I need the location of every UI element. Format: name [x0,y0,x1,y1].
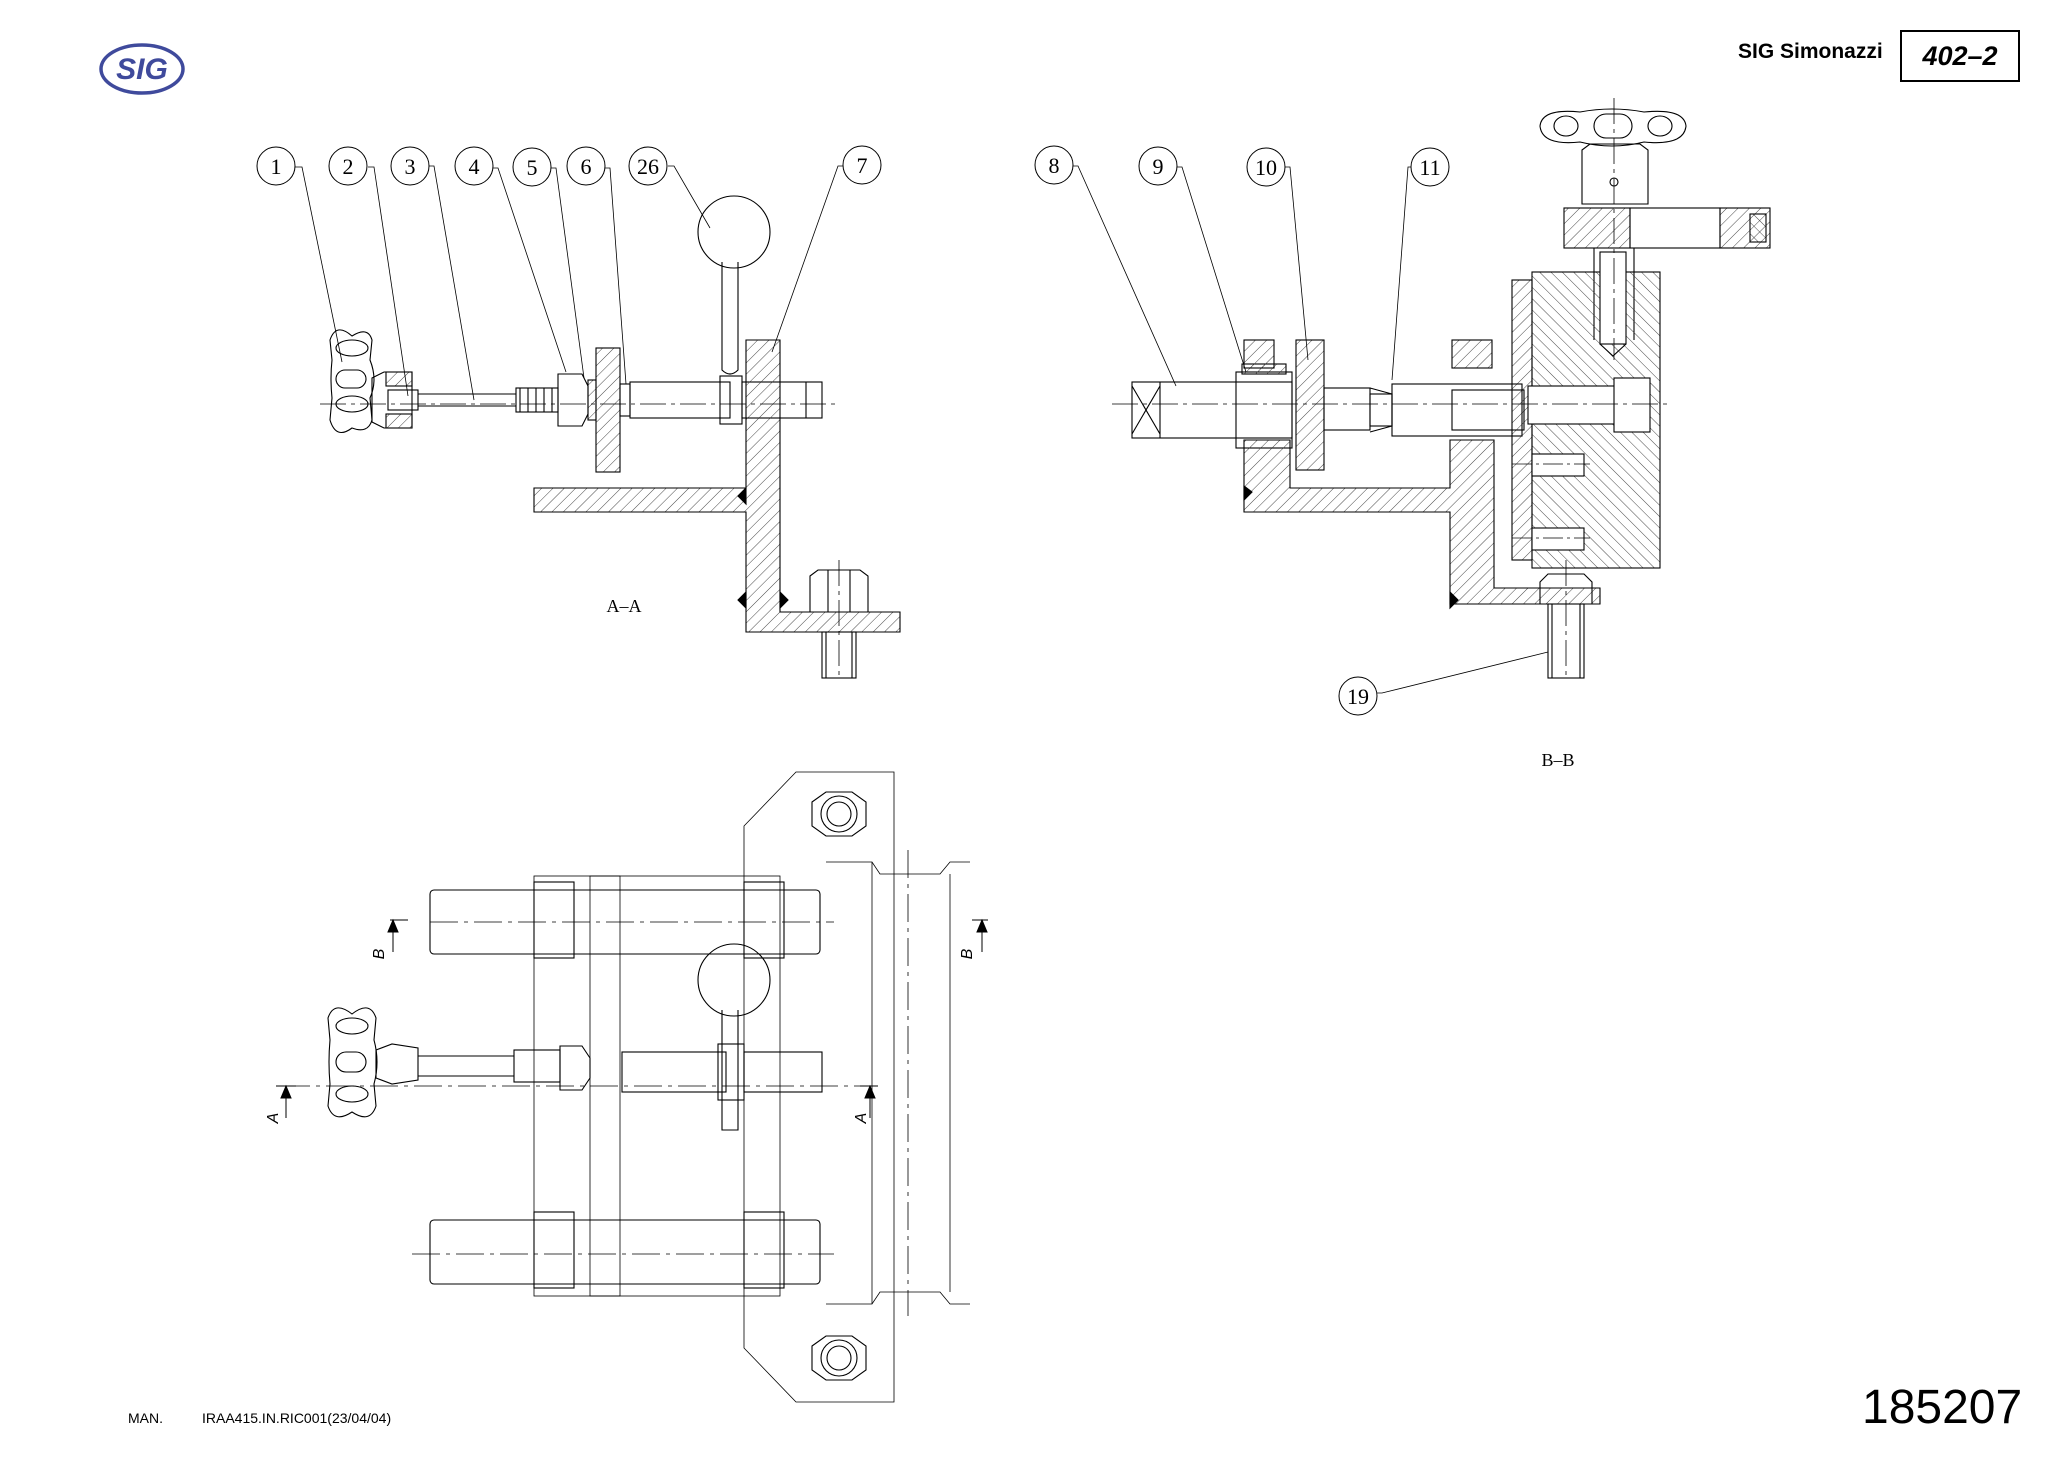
callout-6: 6 [566,146,606,186]
callout-19: 19 [1338,676,1378,716]
svg-text:7: 7 [857,153,868,178]
cut-mark-a-right: A [853,1113,870,1125]
svg-text:10: 10 [1255,155,1277,180]
callout-9: 9 [1138,146,1178,186]
sig-logo: SIG [99,43,185,95]
section-bb-callouts: 8 9 10 11 19 [1034,145,1450,716]
plan-cut-labels: B B A A [265,948,976,1124]
section-bb-view [1112,98,1771,680]
cut-mark-b-right: B [959,948,976,959]
document-number: 185207 [1862,1381,2023,1434]
plan-cut-marks [276,918,988,1118]
plan-view [282,771,970,1403]
callout-8: 8 [1034,145,1074,185]
callout-10: 10 [1246,147,1286,187]
section-bb-label: B–B [1541,750,1574,770]
callout-3: 3 [390,146,430,186]
svg-text:3: 3 [405,154,416,179]
section-aa-label: A–A [607,596,642,616]
brand-name: SIG Simonazzi [1738,40,1883,63]
cut-mark-a-left: A [265,1113,282,1125]
footer-man-label: MAN. [128,1410,163,1426]
section-aa-view [320,195,901,680]
svg-text:11: 11 [1419,155,1440,180]
svg-text:2: 2 [343,154,354,179]
svg-text:19: 19 [1347,684,1369,709]
callout-4: 4 [454,146,494,186]
svg-text:6: 6 [581,154,592,179]
svg-text:9: 9 [1153,154,1164,179]
callout-2: 2 [328,146,368,186]
callout-7: 7 [842,145,882,185]
svg-text:4: 4 [469,154,480,179]
svg-text:5: 5 [527,155,538,180]
callout-26: 26 [628,146,668,186]
callout-1: 1 [256,146,296,186]
sheet-number: 402–2 [1922,40,1998,71]
section-aa-leaders [295,165,844,401]
svg-text:1: 1 [271,154,282,179]
cut-mark-b-left: B [371,948,388,959]
footer-reference: IRAA415.IN.RIC001(23/04/04) [202,1410,392,1426]
callout-11: 11 [1410,147,1450,187]
callout-5: 5 [512,147,552,187]
svg-text:8: 8 [1049,153,1060,178]
svg-text:SIG: SIG [116,53,168,86]
sheet-number-box: 402–2 [1900,30,2020,82]
section-aa-callouts: 1 2 3 4 5 6 26 7 [256,145,882,187]
svg-text:26: 26 [637,154,659,179]
